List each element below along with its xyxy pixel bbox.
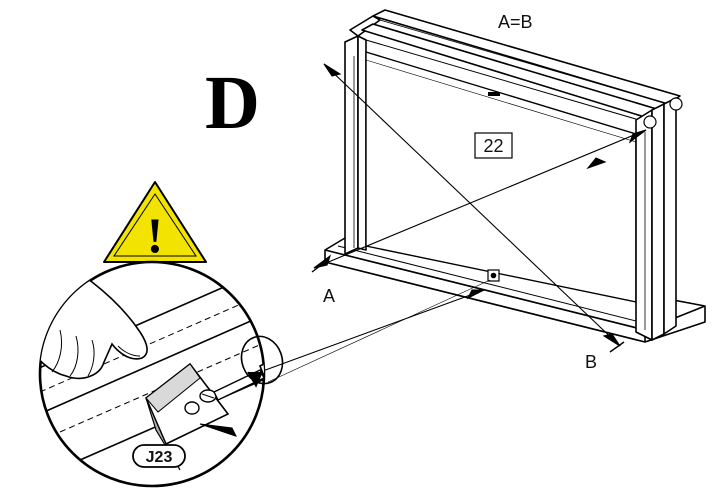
- part-number-box: 22: [474, 132, 513, 159]
- part-number: 22: [483, 136, 503, 156]
- detail-leader-lines: [259, 279, 491, 383]
- equality-label: A=B: [498, 12, 533, 32]
- step-letter: D: [205, 61, 260, 145]
- corner-label-a: A: [323, 286, 335, 306]
- frame-panel: [361, 9, 681, 303]
- diagonal-b: [323, 63, 625, 353]
- panel-arrow-right: [586, 157, 607, 170]
- diagonal-a: [311, 129, 647, 273]
- warning-symbol: !: [147, 207, 164, 263]
- corner-bracket: [487, 269, 500, 282]
- detail-zoom-circle: J23: [38, 260, 284, 488]
- left-post: [344, 15, 381, 255]
- corner-label-b: B: [585, 352, 597, 372]
- warning-icon: !: [103, 181, 207, 263]
- fastener-code-badge: J23: [132, 444, 186, 468]
- fastener-code: J23: [146, 449, 173, 466]
- right-post: [635, 97, 683, 341]
